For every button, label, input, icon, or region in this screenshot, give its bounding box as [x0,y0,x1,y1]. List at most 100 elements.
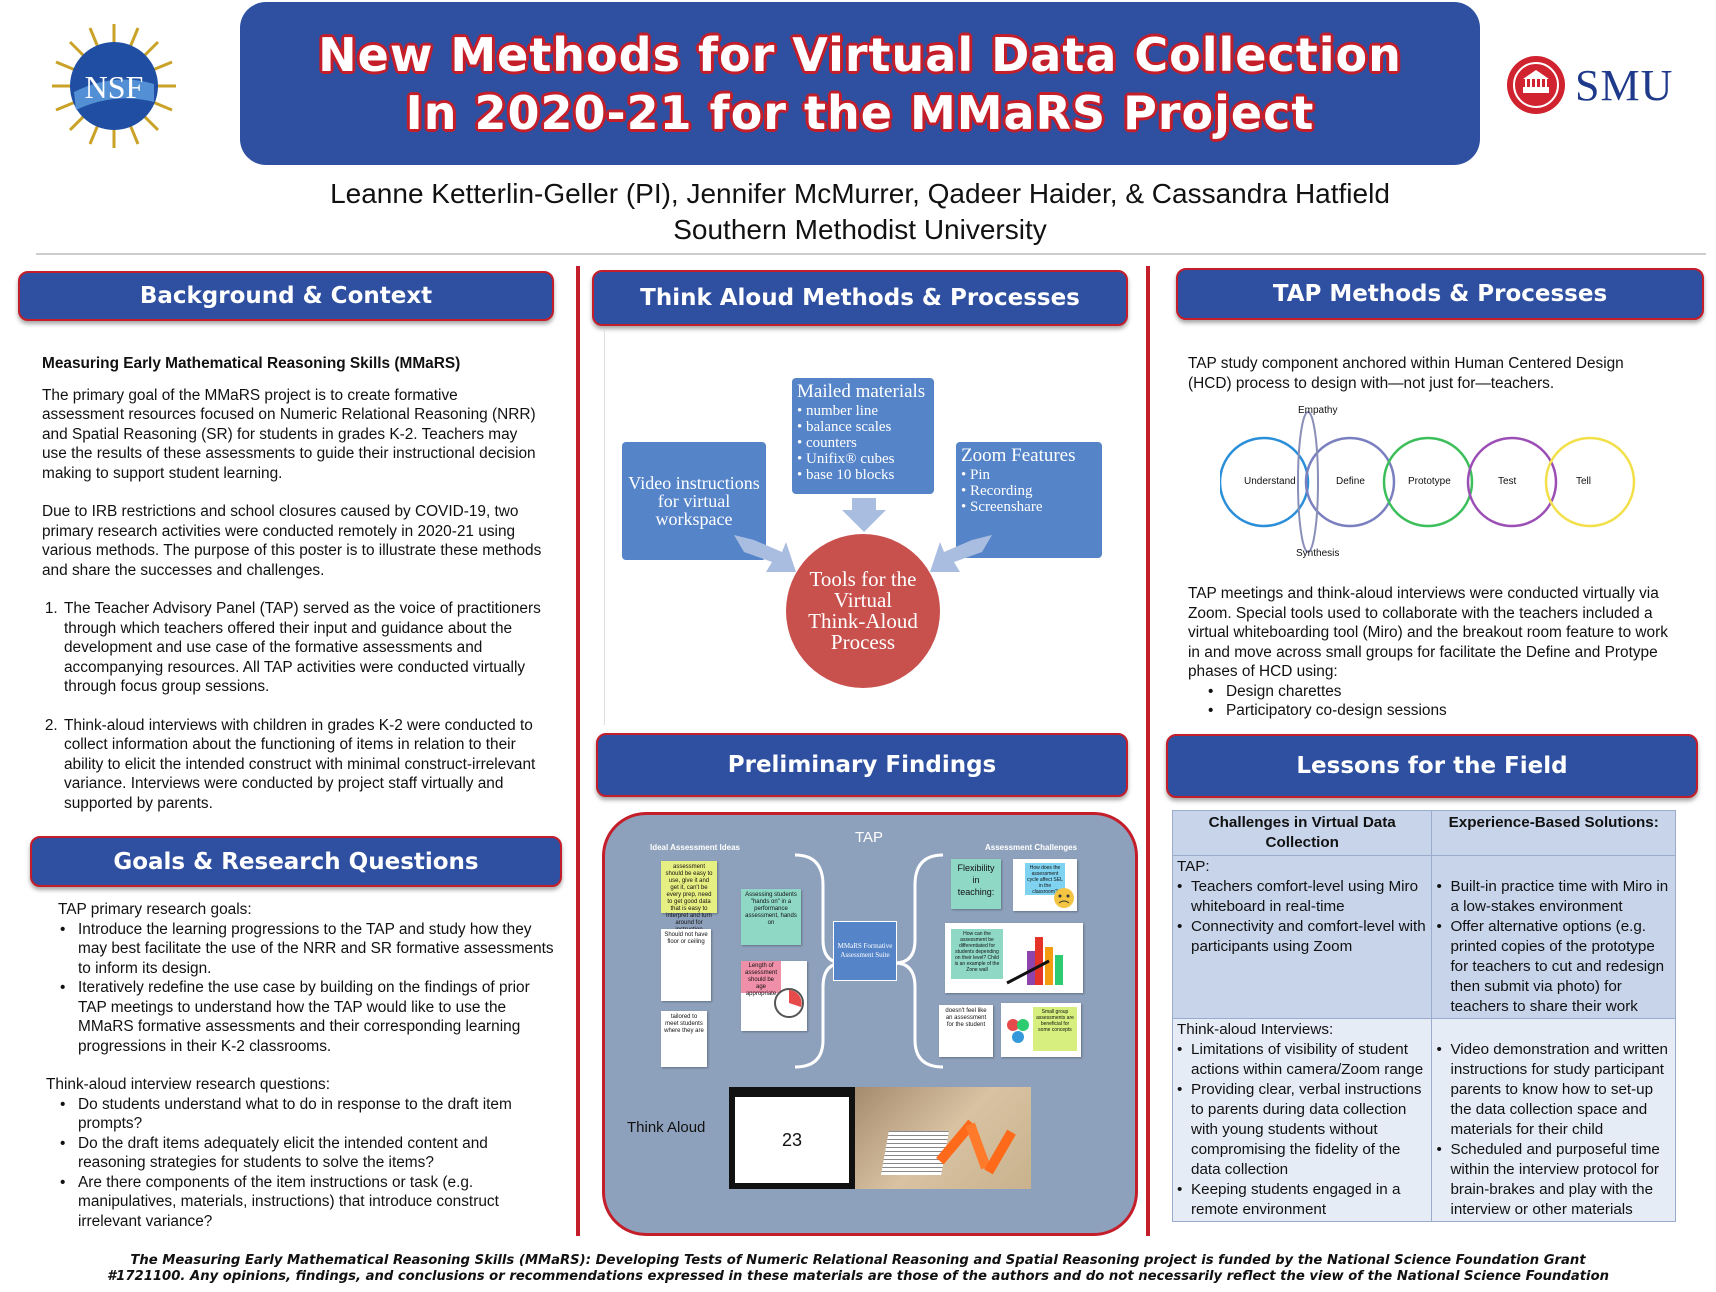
video-hand-frame [855,1087,1031,1189]
ta-solutions-cell: Video demonstration and written instruct… [1431,1018,1676,1222]
think-aloud-questions-intro: Think-aloud interview research questions… [46,1076,331,1093]
background-list-item: Think-aloud interviews with children in … [62,716,542,814]
sticky-note: How can the assessment be differentiated… [951,929,1003,979]
goals-section: TAP primary research goals: Introduce th… [46,900,556,1231]
group-icon [1007,1019,1029,1043]
column-divider-left [576,266,580,1236]
formative-suite-box: MMaRS Formative Assessment Suite [833,921,897,981]
video-number-card: 23 [735,1097,849,1183]
sticky-note: Small group assessments are beneficial f… [1033,1007,1077,1051]
diagram-arrows [734,498,992,572]
hcd-stage-prototype: Prototype [1408,476,1451,487]
background-section: Measuring Early Mathematical Reasoning S… [42,354,542,832]
sticky-note: How does the assessment cycle affect SEL… [1025,863,1065,895]
zoom-feature-item: Screenshare [961,499,1097,515]
background-list: The Teacher Advisory Panel (TAP) served … [42,599,542,813]
tap-tools-section: TAP meetings and think-aloud interviews … [1188,584,1678,721]
hcd-empathy-synthesis-ellipse [1297,411,1319,553]
authors-block: Leanne Ketterlin-Geller (PI), Jennifer M… [240,176,1480,248]
challenge-item: Limitations of visibility of student act… [1177,1040,1427,1080]
research-question-item: Are there components of the item instruc… [60,1173,556,1232]
title-banner: New Methods for Virtual Data Collection … [240,2,1480,165]
solution-item: Built-in practice time with Miro in a lo… [1436,877,1671,917]
goals-header: Goals & Research Questions [30,836,562,887]
zoom-feature-item: Recording [961,483,1097,499]
smu-seal-icon [1507,56,1565,114]
title-line-1: New Methods for Virtual Data Collection [318,27,1402,82]
table-row-think-aloud: Think-aloud Interviews: Limitations of v… [1171,1018,1676,1222]
zoom-features-title: Zoom Features [961,445,1076,466]
diagram-rule [604,330,605,725]
background-list-item: The Teacher Advisory Panel (TAP) served … [62,599,542,697]
left-arrow-icon [930,535,992,572]
smu-logo: SMU [1505,50,1705,120]
tap-goal-item: Introduce the learning progressions to t… [60,920,556,979]
tap-intro: TAP study component anchored within Huma… [1188,355,1624,392]
sticky-note-sel: How does the assessment cycle affect SEL… [1013,859,1077,911]
tap-goals-list: Introduce the learning progressions to t… [46,920,556,1057]
sticky-note: Flexibility in teaching: [951,859,1001,909]
hcd-stage-understand: Understand [1244,476,1296,487]
mailed-item: number line [797,403,929,419]
footer-line-2: #1721100. Any opinions, findings, and co… [106,1269,1610,1284]
tap-challenges-cell: TAP: Teachers comfort-level using Miro w… [1171,855,1433,1019]
right-arrow-icon [734,535,796,572]
tap-solutions-cell: Built-in practice time with Miro in a lo… [1431,855,1676,1019]
header-divider [36,253,1706,255]
mailed-item: balance scales [797,419,929,435]
tools-center-circle: Tools for the Virtual Think-Aloud Proces… [786,534,940,688]
sticky-note: Assessing students "hands on" in a perfo… [741,889,801,945]
nsf-logo-text: NSF [85,69,144,105]
down-arrow-icon [842,498,886,532]
findings-panel: TAP Ideal Assessment Ideas Assessment Ch… [602,812,1138,1236]
climbing-arrows-icon [1006,937,1063,985]
tap-tools-list: Design charettes Participatory co-design… [1188,682,1678,721]
nsf-logo: NSF [50,22,178,150]
sticky-note-groups: Small group assessments are beneficial f… [1001,1003,1081,1057]
background-header: Background & Context [18,271,554,321]
assessment-challenges-label: Assessment Challenges [985,843,1078,852]
table-row-tap: TAP: Teachers comfort-level using Miro w… [1171,855,1676,1019]
hcd-stage-test: Test [1498,476,1517,487]
challenge-item: Teachers comfort-level using Miro whiteb… [1177,877,1427,917]
table-header-row: Challenges in Virtual Data Collection Ex… [1171,810,1676,856]
ta-row-label: Think-aloud Interviews: [1177,1021,1334,1038]
solution-item: Scheduled and purposeful time within the… [1436,1140,1671,1220]
tap-tool-item: Participatory co-design sessions [1208,701,1678,721]
tap-tool-item: Design charettes [1208,682,1678,702]
tap-tools-paragraph: TAP meetings and think-aloud interviews … [1188,585,1668,680]
tap-goals-intro: TAP primary research goals: [58,901,252,918]
background-paragraph-2: Due to IRB restrictions and school closu… [42,503,542,579]
hcd-stage-define: Define [1336,476,1365,487]
funding-footer: The Measuring Early Mathematical Reasoni… [20,1253,1696,1285]
ideal-ideas-label: Ideal Assessment Ideas [650,843,740,852]
solution-item: Offer alternative options (e.g. printed … [1436,917,1671,1017]
mailed-item: Unifix® cubes [797,451,929,467]
empathy-label: Empathy [1298,405,1338,416]
ta-challenges-cell: Think-aloud Interviews: Limitations of v… [1171,1018,1433,1222]
clock-icon [774,988,804,1018]
hcd-circle [1544,436,1636,528]
column-divider-right [1146,266,1150,1236]
lessons-table: Challenges in Virtual Data Collection Ex… [1171,810,1676,1222]
mailed-item: counters [797,435,929,451]
hcd-circle [1466,436,1558,528]
solution-item: Video demonstration and written instruct… [1436,1040,1671,1140]
mailed-item: base 10 blocks [797,467,929,483]
zoom-feature-item: Pin [961,467,1097,483]
author-affiliation: Southern Methodist University [673,214,1047,245]
smu-logo-text: SMU [1575,60,1674,110]
research-question-item: Do the draft items adequately elicit the… [60,1134,556,1173]
author-names: Leanne Ketterlin-Geller (PI), Jennifer M… [330,178,1390,209]
sticky-note: Should not have floor or ceiling [661,929,711,1001]
think-aloud-header: Think Aloud Methods & Processes [592,270,1128,326]
mailed-materials-box: Mailed materials number line balance sca… [792,378,934,494]
findings-tap-label: TAP [855,829,884,846]
sticky-note-wall: How can the assessment be differentiated… [945,923,1083,993]
research-question-item: Do students understand what to do in res… [60,1095,556,1134]
orange-rods [984,1129,1016,1175]
lessons-header: Lessons for the Field [1166,734,1698,798]
sticky-note: tailored to meet students where they are [661,1011,707,1067]
hcd-circle [1382,436,1474,528]
table-header-challenges: Challenges in Virtual Data Collection [1171,810,1433,856]
